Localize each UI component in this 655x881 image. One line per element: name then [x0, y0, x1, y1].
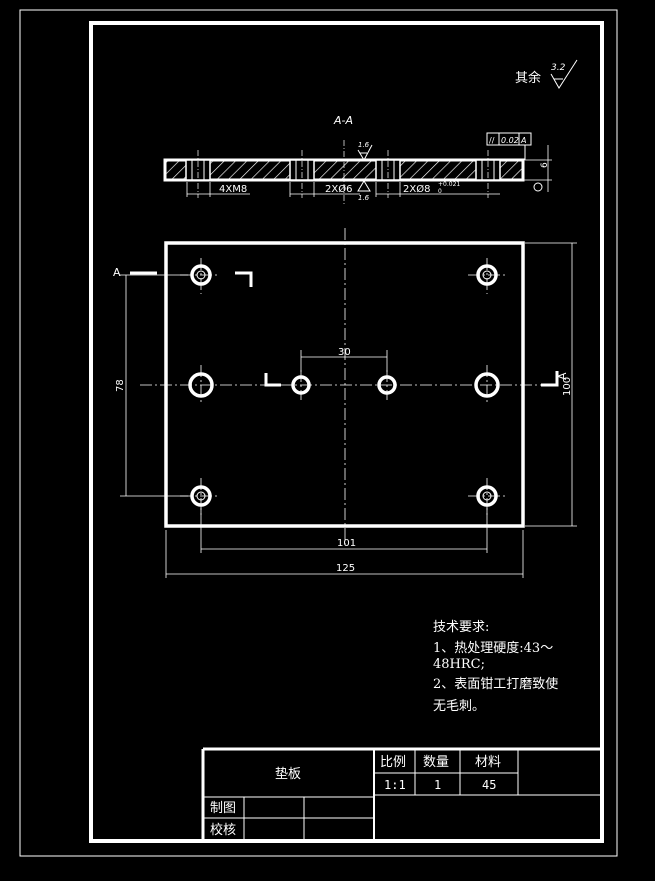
hole-bottom-left — [190, 485, 212, 507]
roughness-general-label: 其余 — [515, 70, 541, 86]
pin-hole-left — [291, 375, 311, 395]
roughness-bore-icon — [357, 144, 373, 192]
dim-pin-spacing: 30 — [338, 347, 351, 358]
hole-top-right — [476, 264, 498, 286]
tol-datum: A — [520, 136, 526, 145]
outer-sheet-border — [19, 9, 618, 857]
tol-lower: 0 — [438, 188, 442, 195]
thickness-dimension — [523, 145, 552, 192]
pin-hole-right — [377, 375, 397, 395]
material-value: 45 — [482, 778, 496, 792]
plan-view: A A 30 78 100 101 — [113, 228, 577, 578]
scale-header: 比例 — [380, 755, 406, 770]
tol-value: 0.02 — [501, 136, 519, 145]
parallelism-tolerance-frame — [486, 132, 532, 160]
notes-line-1: 1、热处理硬度:43～ — [433, 640, 553, 656]
tol-upper: +0.021 — [438, 181, 460, 188]
hole-top-left — [190, 264, 212, 286]
section-view: 4XM8 2XØ6 2XØ8 +0.021 0 1.6 1.6 // 0.02 … — [163, 132, 552, 205]
roughness-symbol-icon — [550, 59, 578, 89]
scale-value: 1:1 — [384, 778, 406, 792]
label-tapped-holes: 4XM8 — [219, 184, 247, 195]
part-name: 垫板 — [275, 766, 301, 782]
qty-value: 1 — [434, 778, 441, 792]
title-block — [201, 747, 600, 839]
section-mark-left: A — [113, 266, 121, 279]
dim-height: 100 — [562, 377, 573, 396]
bore-left — [188, 372, 214, 398]
notes-line-2: 48HRC; — [433, 657, 485, 672]
bore-right — [474, 372, 500, 398]
notes-line-3: 2、表面钳工打磨致使 — [433, 676, 558, 692]
dim-vertical-holes: 78 — [115, 379, 126, 392]
dim-thickness: 6 — [540, 162, 550, 168]
label-bore-6: 2XØ6 — [325, 183, 352, 195]
drawn-label: 制图 — [210, 801, 236, 816]
technical-notes: 技术要求: 1、热处理硬度:43～ 48HRC; 2、表面钳工打磨致使 无毛刺。 — [433, 620, 558, 714]
notes-line-4: 无毛刺。 — [433, 699, 485, 714]
section-cut-marks — [130, 271, 559, 387]
dim-width: 125 — [336, 563, 355, 574]
roughness-bore-top: 1.6 — [358, 141, 370, 149]
label-bore-8: 2XØ8 — [403, 183, 430, 195]
roughness-general-value: 3.2 — [551, 63, 566, 73]
hole-bottom-right — [476, 485, 498, 507]
section-mark-right: A — [556, 372, 569, 380]
plate-outline — [164, 241, 525, 528]
checked-label: 校核 — [210, 822, 236, 838]
roughness-bore-bottom: 1.6 — [358, 194, 370, 202]
tol-symbol: // — [489, 136, 495, 145]
section-title: A-A — [333, 114, 353, 127]
material-header: 材料 — [475, 755, 501, 770]
dim-horizontal-holes: 101 — [337, 538, 356, 549]
datum-marker-icon — [533, 182, 543, 192]
inner-frame-border — [89, 21, 604, 843]
qty-header: 数量 — [423, 755, 449, 770]
notes-title: 技术要求: — [433, 620, 489, 635]
